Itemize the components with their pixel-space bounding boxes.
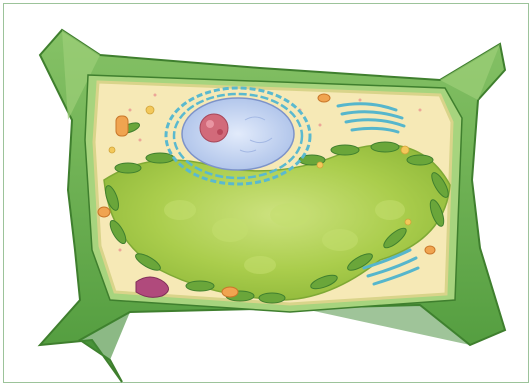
plant-cell-diagram [0, 0, 532, 385]
